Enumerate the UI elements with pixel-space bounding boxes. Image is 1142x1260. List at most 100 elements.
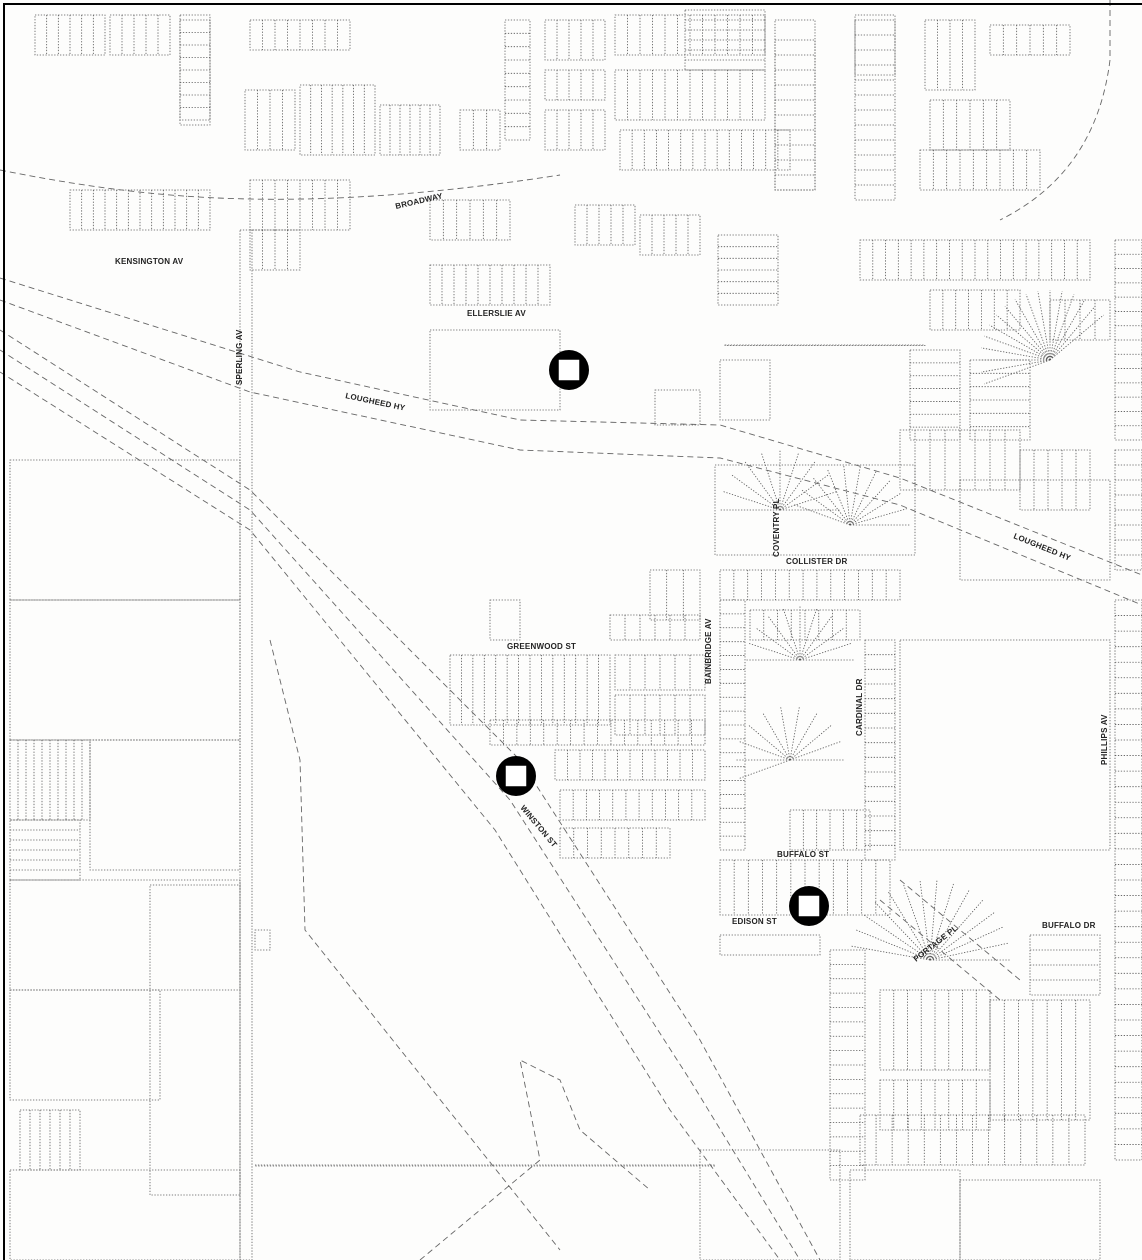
parcel-block — [544, 69, 606, 101]
lot-line — [761, 452, 781, 511]
street-label-sperling-av: SPERLING AV — [235, 329, 244, 385]
lot-line — [801, 489, 851, 526]
parcel-block — [719, 569, 901, 601]
lot-line — [789, 724, 833, 761]
parcel-block — [614, 694, 706, 736]
street-label-collister-dr: COLLISTER DR — [786, 557, 848, 566]
parcel-block — [489, 599, 521, 641]
parcel-block — [614, 14, 766, 56]
lot-line — [984, 359, 1051, 385]
lot-line — [1037, 290, 1051, 361]
lot-line — [849, 480, 891, 526]
parcel-block — [239, 229, 253, 1260]
site-marker-winston[interactable] — [496, 756, 536, 796]
lougheed-hy-north-edge — [0, 277, 1142, 576]
parcel-block — [959, 479, 1111, 581]
parcel-block — [789, 809, 871, 851]
parcel-block — [854, 14, 896, 76]
lot-line — [747, 642, 801, 661]
street-label-buffalo-dr: BUFFALO DR — [1042, 921, 1096, 930]
street-label-lougheed-hy-east: LOUGHEED HY — [1012, 532, 1072, 563]
lot-line — [849, 508, 908, 526]
lot-line — [1049, 299, 1086, 361]
street-labels: BROADWAY KENSINGTON AV ELLERSLIE AV SPER… — [115, 191, 1109, 963]
parcel-block — [9, 599, 241, 741]
lot-line — [782, 607, 801, 661]
lot-line — [843, 465, 851, 526]
lot-line — [849, 465, 861, 526]
lot-line — [738, 740, 791, 761]
portage-pl-road — [879, 879, 1021, 1001]
parcel-block — [9, 989, 161, 1101]
lot-line — [849, 470, 877, 526]
parcel-block — [89, 739, 241, 871]
lot-line — [799, 627, 845, 661]
parcel-block — [429, 329, 561, 411]
parcel-block — [544, 109, 606, 151]
parcel-block — [879, 1079, 991, 1131]
parcel-block — [254, 1164, 716, 1167]
lot-line — [929, 890, 970, 961]
parcel-block — [149, 884, 241, 1196]
parcel-block — [504, 19, 531, 141]
large-parcel-boundary — [269, 639, 651, 1260]
lot-line — [755, 627, 801, 661]
phillips-av-curve — [999, 0, 1111, 221]
lot-line — [1049, 306, 1096, 361]
parcel-block — [429, 264, 551, 306]
site-markers — [496, 350, 829, 926]
lot-line — [1049, 294, 1075, 361]
site-marker-ellerslie[interactable] — [549, 350, 589, 390]
parcel-block — [254, 929, 271, 951]
parcel-block — [859, 239, 1091, 281]
parcel-block — [649, 569, 701, 621]
map-border — [3, 3, 1142, 1260]
parcel-block — [449, 654, 611, 726]
street-label-greenwood-st: GREENWOOD ST — [507, 642, 576, 651]
parcel-block — [899, 639, 1111, 851]
lot-line — [1014, 299, 1051, 361]
lot-line — [762, 712, 791, 761]
lot-line — [1049, 314, 1104, 361]
lot-line — [779, 491, 838, 511]
lot-lines — [9, 9, 1142, 1260]
parcel-block — [699, 1149, 841, 1260]
lot-line — [980, 347, 1051, 361]
lot-line — [789, 705, 800, 761]
parcel-block — [654, 389, 701, 426]
lot-line — [780, 705, 791, 761]
street-label-edison-st: EDISON ST — [732, 917, 777, 926]
lot-line — [799, 642, 853, 661]
parcel-block — [989, 999, 1091, 1121]
parcel-block — [719, 934, 821, 956]
street-label-cardinal-dr: CARDINAL DR — [855, 678, 864, 736]
site-marker-edison[interactable] — [789, 886, 829, 926]
lot-line — [779, 474, 829, 511]
lot-line — [799, 615, 833, 661]
parcel-block — [614, 69, 766, 121]
parcel-block — [1019, 449, 1091, 511]
lot-line — [722, 491, 781, 511]
lot-line — [767, 615, 801, 661]
lot-line — [984, 335, 1051, 361]
parcel-block — [859, 1114, 1086, 1166]
parcel-block — [864, 639, 896, 861]
parcel-block — [959, 1179, 1101, 1260]
street-label-ellerslie-av: ELLERSLIE AV — [467, 309, 526, 318]
lot-line — [744, 461, 781, 511]
street-label-phillips-av: PHILLIPS AV — [1100, 714, 1109, 765]
parcel-block — [719, 359, 771, 421]
rail-line-3 — [0, 371, 781, 1260]
lot-line — [747, 724, 791, 761]
lot-line — [989, 324, 1051, 361]
parcel-block — [609, 614, 701, 641]
lot-line — [789, 740, 842, 761]
parcel-block — [879, 989, 991, 1071]
parcel-block — [9, 1169, 241, 1260]
lot-line — [849, 492, 902, 526]
lot-line — [793, 504, 851, 526]
parcel-block — [929, 289, 1021, 331]
